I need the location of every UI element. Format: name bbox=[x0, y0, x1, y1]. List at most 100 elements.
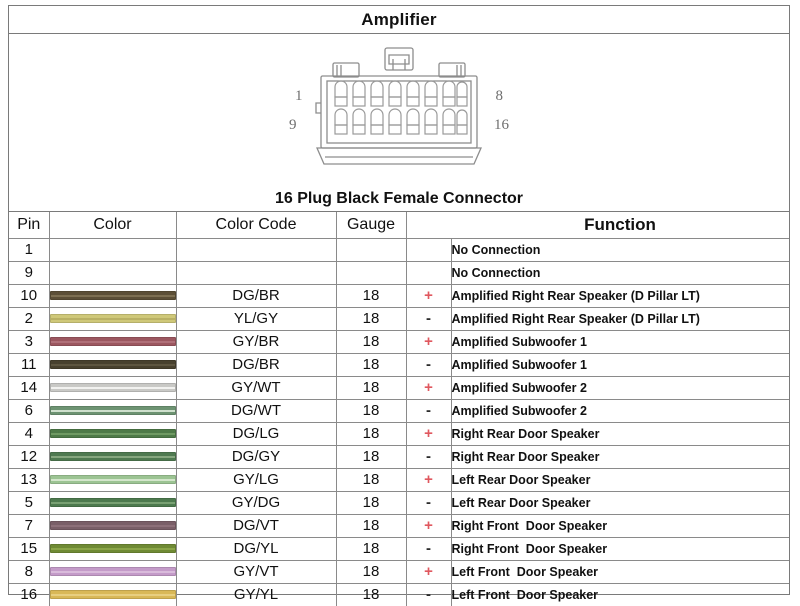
column-header-color: Color bbox=[49, 212, 177, 239]
cell-gauge: 18 bbox=[336, 468, 407, 492]
wire-swatch bbox=[49, 429, 176, 438]
wire-swatch-stripe bbox=[50, 593, 175, 596]
cell-gauge bbox=[336, 261, 407, 285]
cell-wire-color-swatch bbox=[49, 514, 177, 538]
cell-gauge: 18 bbox=[336, 537, 407, 561]
cell-color-code: GY/DG bbox=[176, 491, 337, 515]
connector-graphic: 1 8 9 16 bbox=[289, 45, 509, 175]
wire-swatch-stripe bbox=[50, 294, 175, 297]
cell-pin-number: 4 bbox=[9, 422, 50, 446]
connector-subtitle-band: 16 Plug Black Female Connector bbox=[9, 186, 789, 212]
page-title-band: Amplifier bbox=[9, 6, 789, 34]
cell-wire-color-swatch bbox=[49, 330, 177, 354]
cell-polarity: - bbox=[406, 307, 452, 331]
wire-swatch bbox=[49, 452, 176, 461]
cell-pin-number: 2 bbox=[9, 307, 50, 331]
wire-swatch bbox=[49, 544, 176, 553]
cell-function: Amplified Subwoofer 1 bbox=[451, 330, 789, 354]
wire-swatch bbox=[49, 498, 176, 507]
cell-gauge: 18 bbox=[336, 353, 407, 377]
cell-color-code bbox=[176, 238, 337, 262]
cell-wire-color-swatch bbox=[49, 399, 177, 423]
cell-pin-number: 8 bbox=[9, 560, 50, 584]
cell-pin-number: 6 bbox=[9, 399, 50, 423]
wire-swatch-stripe bbox=[50, 340, 175, 343]
cell-color-code: GY/YL bbox=[176, 583, 337, 606]
cell-gauge: 18 bbox=[336, 514, 407, 538]
cell-gauge: 18 bbox=[336, 284, 407, 308]
cell-wire-color-swatch bbox=[49, 261, 177, 285]
wire-swatch bbox=[49, 291, 176, 300]
wire-swatch-stripe bbox=[50, 432, 175, 435]
cell-wire-color-swatch bbox=[49, 284, 177, 308]
wire-swatch-stripe bbox=[50, 570, 175, 573]
cell-function: Amplified Right Rear Speaker (D Pillar L… bbox=[451, 284, 789, 308]
cell-function: Left Front Door Speaker bbox=[451, 560, 789, 584]
cell-color-code: DG/VT bbox=[176, 514, 337, 538]
cell-color-code: GY/VT bbox=[176, 560, 337, 584]
wire-swatch-stripe bbox=[50, 524, 175, 527]
cell-wire-color-swatch bbox=[49, 376, 177, 400]
cell-color-code: DG/LG bbox=[176, 422, 337, 446]
cell-function: Left Rear Door Speaker bbox=[451, 468, 789, 492]
cell-function: Amplified Subwoofer 1 bbox=[451, 353, 789, 377]
cell-pin-number: 12 bbox=[9, 445, 50, 469]
cell-function: Left Rear Door Speaker bbox=[451, 491, 789, 515]
column-header-polarity bbox=[406, 212, 451, 239]
wire-swatch-stripe bbox=[50, 409, 175, 412]
wire-swatch bbox=[49, 475, 176, 484]
cell-wire-color-swatch bbox=[49, 238, 177, 262]
cell-function: Amplified Right Rear Speaker (D Pillar L… bbox=[451, 307, 789, 331]
cell-polarity: + bbox=[406, 284, 452, 308]
connector-illustration-area: 1 8 9 16 bbox=[9, 34, 789, 186]
cell-pin-number: 7 bbox=[9, 514, 50, 538]
cell-color-code: DG/BR bbox=[176, 353, 337, 377]
wire-swatch bbox=[49, 337, 176, 346]
cell-pin-number: 9 bbox=[9, 261, 50, 285]
wire-swatch-stripe bbox=[50, 455, 175, 458]
cell-polarity: - bbox=[406, 491, 452, 515]
cell-function: Amplified Subwoofer 2 bbox=[451, 399, 789, 423]
cell-pin-number: 13 bbox=[9, 468, 50, 492]
cell-gauge: 18 bbox=[336, 376, 407, 400]
page-title: Amplifier bbox=[361, 9, 437, 29]
cell-gauge: 18 bbox=[336, 330, 407, 354]
cell-gauge: 18 bbox=[336, 399, 407, 423]
wire-swatch-stripe bbox=[50, 386, 175, 389]
cell-color-code bbox=[176, 261, 337, 285]
wire-swatch-stripe bbox=[50, 317, 175, 320]
cell-polarity bbox=[406, 261, 452, 285]
wire-swatch bbox=[49, 590, 176, 600]
cell-gauge: 18 bbox=[336, 583, 407, 606]
cell-color-code: GY/BR bbox=[176, 330, 337, 354]
cell-gauge bbox=[336, 238, 407, 262]
cell-wire-color-swatch bbox=[49, 468, 177, 492]
cell-color-code: GY/WT bbox=[176, 376, 337, 400]
cell-polarity: + bbox=[406, 376, 452, 400]
wire-swatch bbox=[49, 360, 176, 369]
cell-pin-number: 5 bbox=[9, 491, 50, 515]
cell-wire-color-swatch bbox=[49, 560, 177, 584]
cell-function: Right Rear Door Speaker bbox=[451, 422, 789, 446]
wire-swatch-stripe bbox=[50, 478, 175, 481]
wire-swatch bbox=[49, 567, 176, 576]
cell-pin-number: 16 bbox=[9, 583, 50, 606]
wire-swatch bbox=[49, 521, 176, 530]
cell-wire-color-swatch bbox=[49, 353, 177, 377]
wire-swatch bbox=[49, 314, 176, 323]
cell-color-code: DG/BR bbox=[176, 284, 337, 308]
cell-polarity: + bbox=[406, 468, 452, 492]
